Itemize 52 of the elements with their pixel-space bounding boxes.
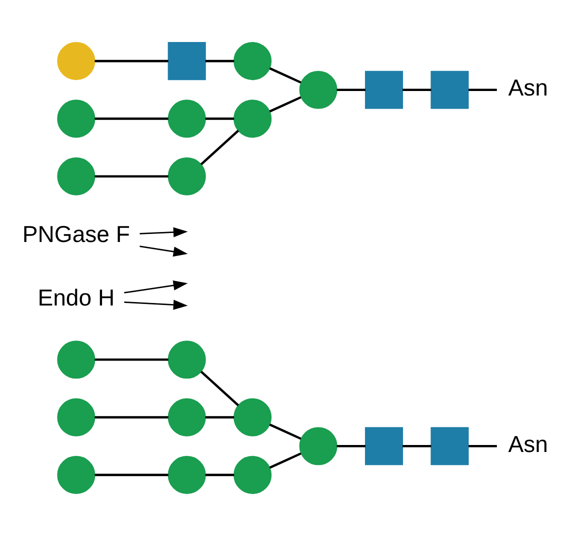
node-box [430, 427, 469, 466]
node-circle [57, 398, 96, 436]
arrow [140, 227, 188, 238]
connector [402, 88, 432, 92]
connector [269, 452, 302, 469]
connector [205, 60, 234, 62]
node-circle [234, 398, 272, 436]
connector [205, 118, 234, 120]
arrow [140, 246, 188, 257]
connector [269, 424, 302, 440]
node-circle [299, 427, 338, 466]
node-circle [57, 100, 96, 138]
arrow [124, 280, 188, 294]
node-circle [57, 157, 96, 196]
node-circle [299, 70, 338, 109]
connector [94, 175, 168, 178]
node-text: Endo H [38, 284, 115, 310]
connector [94, 474, 168, 476]
node-circle [168, 340, 206, 379]
connector [200, 130, 240, 166]
connector [94, 416, 168, 418]
node-text: PNGase F [22, 221, 130, 248]
node-circle [57, 456, 96, 494]
connector [468, 444, 497, 448]
node-box [430, 70, 469, 109]
connector [336, 444, 366, 448]
node-text: Asn [508, 74, 548, 101]
connector [94, 60, 168, 62]
node-circle [234, 42, 272, 80]
connector [94, 118, 168, 120]
node-circle [168, 398, 206, 436]
connector [269, 67, 302, 84]
connector [468, 88, 497, 92]
node-text: Asn [508, 430, 548, 457]
arrow [124, 300, 188, 310]
node-circle [168, 100, 206, 138]
connector [205, 416, 234, 418]
node-box [364, 70, 404, 109]
node-circle [234, 100, 272, 138]
node-circle [57, 340, 96, 379]
node-circle [234, 456, 272, 494]
node-circle [168, 157, 206, 196]
connector [269, 96, 302, 112]
connector [205, 474, 234, 476]
connector [94, 358, 168, 361]
node-box [168, 42, 206, 80]
node-box [364, 427, 404, 466]
connector [336, 88, 366, 92]
connector [402, 444, 432, 448]
node-circle [168, 456, 206, 494]
connector [200, 370, 240, 406]
node-circle [57, 42, 96, 80]
